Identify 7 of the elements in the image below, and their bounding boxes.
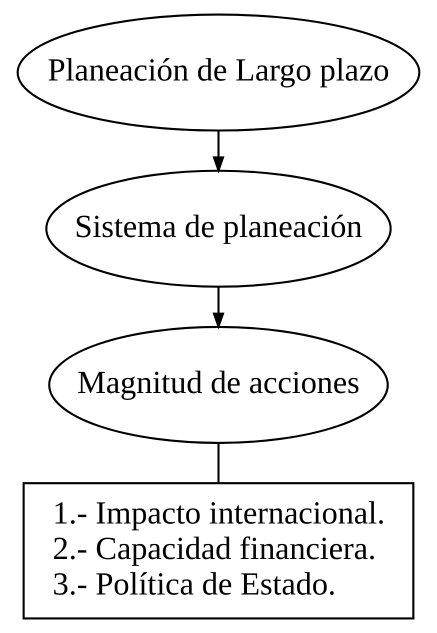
- arrow: [212, 286, 224, 330]
- arrow: [212, 130, 224, 174]
- node-box: 1.- Impacto internacional. 2.- Capacidad financiera. 3.- Política de Estado.: [22, 482, 414, 620]
- node-ellipse: Planeación de Largo plazo: [16, 14, 420, 132]
- connector: [217, 442, 220, 483]
- node-ellipse: Sistema de planeación: [45, 170, 392, 288]
- node-ellipse: Magnitud de acciones: [48, 326, 389, 444]
